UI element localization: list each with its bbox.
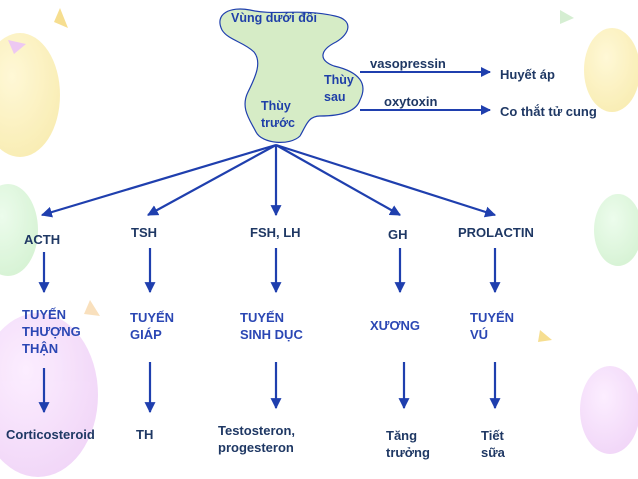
- vasopressin-label: vasopressin: [370, 56, 446, 71]
- mammary-gland-label: TUYẾN VÚ: [470, 310, 515, 342]
- prolactin-branch-arrow: [275, 143, 497, 218]
- tsh-hormone-label: TSH: [131, 225, 157, 240]
- posterior-lobe-label: Thùy sau: [324, 73, 354, 104]
- uterine-contraction-label: Co thắt tử cung: [500, 104, 597, 119]
- confetti-decoration: [54, 8, 68, 28]
- confetti-decoration: [84, 300, 100, 316]
- background-decoration: [0, 8, 638, 477]
- adrenal-gland-label: TUYẾN THƯỢNG THẬN: [22, 307, 81, 356]
- milk-secretion-label: Tiết sữa: [481, 428, 505, 460]
- balloon-decoration: [0, 313, 98, 477]
- corticosteroid-label: Corticosteroid: [6, 427, 95, 442]
- confetti-decoration: [560, 10, 574, 24]
- balloon-decoration: [0, 184, 38, 276]
- confetti-decoration: [538, 330, 552, 342]
- th-label: TH: [136, 427, 154, 442]
- oxytoxin-label: oxytoxin: [384, 94, 438, 109]
- prolactin-hormone-label: PROLACTIN: [458, 225, 534, 240]
- balloon-decoration: [0, 33, 60, 157]
- pituitary-gland-shape: [219, 8, 364, 143]
- balloon-decoration: [584, 28, 638, 112]
- hypothalamus-label: Vùng dưới đồi: [231, 11, 317, 25]
- thyroid-gland-label: TUYẾN GIÁP: [130, 310, 175, 342]
- sex-hormones-label: Testosteron, progesteron: [218, 423, 296, 455]
- gh-branch-arrow: [275, 144, 401, 216]
- acth-branch-arrow: [40, 143, 277, 218]
- balloon-decoration: [594, 194, 638, 266]
- tsh-branch-arrow: [147, 144, 277, 216]
- fsh-lh-hormone-label: FSH, LH: [250, 225, 301, 240]
- gh-hormone-label: GH: [388, 227, 408, 242]
- blood-pressure-label: Huyết áp: [500, 67, 555, 82]
- anterior-lobe-label: Thùy trước: [261, 99, 295, 130]
- acth-hormone-label: ACTH: [24, 232, 61, 247]
- growth-label: Tăng trưởng: [386, 428, 430, 460]
- bone-label: XƯƠNG: [370, 318, 421, 333]
- gonad-label: TUYẾN SINH DỤC: [240, 310, 303, 342]
- balloon-decoration: [580, 366, 638, 454]
- confetti-decoration: [8, 40, 26, 54]
